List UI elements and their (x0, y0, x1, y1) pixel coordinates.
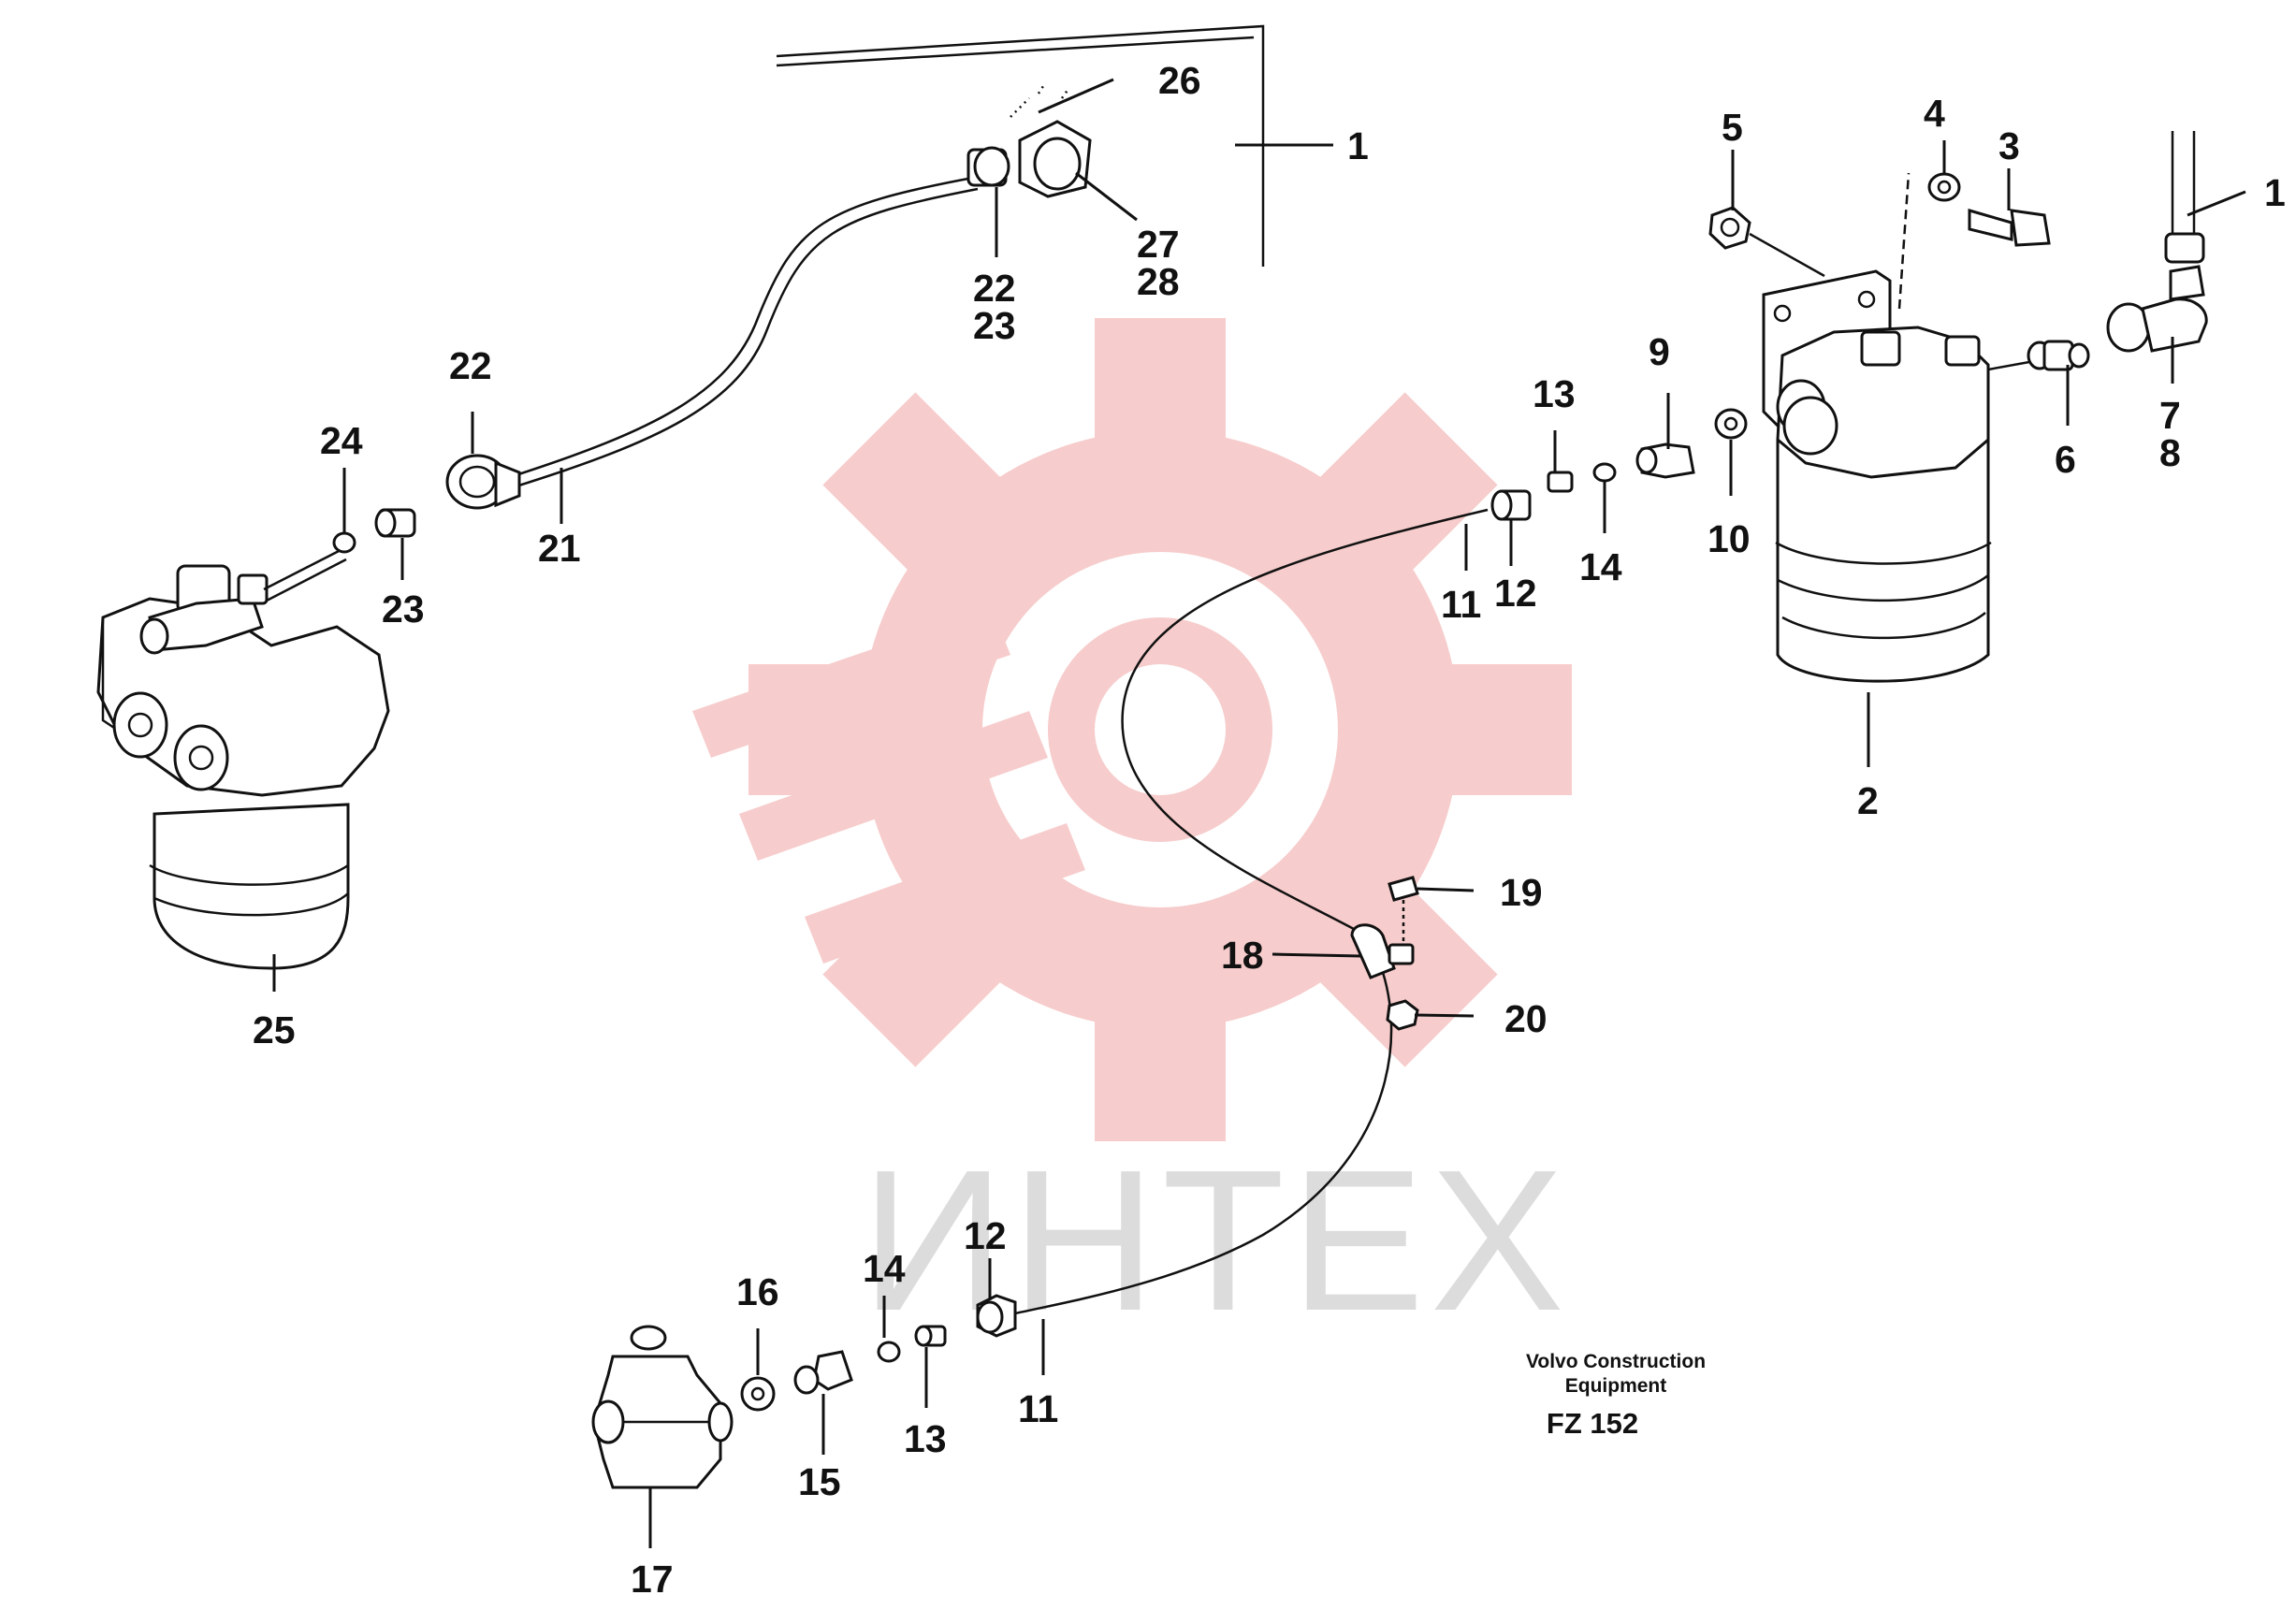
callout-14-top: 14 (1579, 545, 1622, 588)
watermark-gear-logo (692, 318, 1572, 1141)
callout-12-top: 12 (1494, 572, 1537, 615)
callout-2: 2 (1857, 779, 1879, 822)
callout-13-bottom: 13 (904, 1417, 947, 1460)
callout-27: 27 (1137, 223, 1180, 266)
callout-21: 21 (538, 527, 581, 570)
left-fittings (332, 454, 521, 554)
callout-22-left: 22 (449, 344, 492, 387)
callout-16: 16 (736, 1270, 779, 1313)
callout-5: 5 (1722, 106, 1743, 149)
callout-24: 24 (320, 419, 363, 462)
leader-lines (272, 78, 2246, 1548)
pipe-clamp (1350, 876, 1419, 1031)
center-fittings (1490, 408, 1748, 521)
fuel-pump-17 (591, 1325, 734, 1489)
left-fuel-filter (96, 545, 390, 970)
callout-18: 18 (1221, 934, 1264, 977)
callout-13-top: 13 (1533, 372, 1576, 415)
callout-10: 10 (1707, 517, 1751, 560)
caption-manufacturer-line1: Volvo Construction (1526, 1351, 1706, 1372)
callout-25: 25 (253, 1008, 296, 1051)
callout-6: 6 (2055, 438, 2076, 481)
callout-9: 9 (1649, 330, 1670, 373)
callout-1-right: 1 (2264, 171, 2286, 214)
callout-7: 7 (2159, 394, 2181, 437)
callout-14-bottom: 14 (863, 1247, 906, 1290)
fuel-pipes (509, 176, 1489, 1316)
callout-23-top: 23 (973, 304, 1016, 347)
callout-20: 20 (1504, 997, 1548, 1040)
callout-labels: 26 1 27 28 22 23 22 24 21 23 25 5 4 3 1 … (253, 59, 2286, 1601)
bottom-fittings (740, 1294, 1017, 1412)
callout-12-bottom: 12 (964, 1214, 1007, 1257)
callout-17: 17 (631, 1558, 674, 1601)
callout-15: 15 (798, 1460, 841, 1503)
caption-manufacturer-line2: Equipment (1565, 1375, 1667, 1397)
callout-3: 3 (1998, 124, 2020, 167)
callout-1-top: 1 (1347, 124, 1369, 167)
callout-11-bottom: 11 (1018, 1387, 1058, 1430)
caption-figure-code: FZ 152 (1547, 1407, 1638, 1440)
top-fittings (966, 85, 1092, 198)
callout-11-top: 11 (1441, 583, 1481, 626)
frame-lines (776, 24, 1265, 267)
right-fuel-filter (1762, 172, 2041, 683)
callout-22-top: 22 (973, 267, 1016, 310)
callout-26: 26 (1158, 59, 1201, 102)
callout-23-left: 23 (382, 587, 425, 631)
caption-block: Volvo Construction Equipment FZ 152 (1526, 1351, 1706, 1440)
callout-19: 19 (1500, 871, 1543, 914)
callout-28: 28 (1137, 260, 1180, 303)
callout-4: 4 (1924, 92, 1945, 135)
callout-8: 8 (2159, 431, 2181, 474)
right-fittings (1708, 131, 2208, 371)
